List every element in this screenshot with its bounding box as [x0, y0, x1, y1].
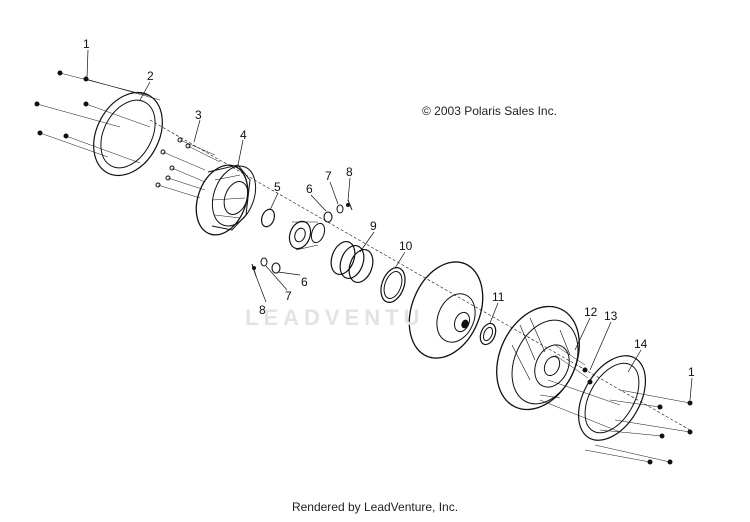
callout-13: 13 — [604, 309, 618, 323]
callout-14: 14 — [634, 337, 648, 351]
footer-credit: Rendered by LeadVenture, Inc. — [291, 500, 459, 514]
callout-12: 12 — [584, 305, 598, 319]
parts-6-7-8-upper — [323, 199, 353, 223]
callout-2: 2 — [147, 69, 154, 83]
axis-line — [149, 119, 691, 431]
leader-lines — [86, 49, 693, 401]
part-9-springs — [330, 240, 374, 284]
callout-6-lower: 6 — [301, 275, 308, 289]
part-10-washer — [380, 267, 406, 303]
callout-3: 3 — [195, 108, 202, 122]
callout-7-upper: 7 — [325, 169, 332, 183]
callout-8-lower: 8 — [259, 303, 266, 317]
callout-4: 4 — [240, 128, 247, 142]
callout-10: 10 — [399, 239, 413, 253]
part-5-seal — [260, 208, 276, 228]
parts-12-13 — [539, 344, 621, 433]
part-1-screws-left — [34, 70, 161, 164]
part-1-screws-right — [584, 389, 693, 465]
part-3-bolts — [155, 137, 221, 199]
cover-assembly — [496, 305, 580, 411]
callout-1-top: 1 — [83, 37, 90, 51]
callout-7-lower: 7 — [285, 289, 292, 303]
callout-5: 5 — [274, 180, 281, 194]
callout-6-upper: 6 — [306, 182, 313, 196]
part-14-gasket — [577, 355, 647, 441]
bearing-assembly — [288, 220, 326, 251]
callout-1-bottom: 1 — [688, 365, 695, 379]
sheave-disc — [408, 261, 484, 359]
callout-8-upper: 8 — [346, 165, 353, 179]
watermark-text: LEADVENTU — [245, 305, 425, 330]
part-2-gasket — [93, 91, 163, 177]
parts-6-7-8-lower — [251, 257, 281, 277]
callout-9: 9 — [370, 219, 377, 233]
callout-11: 11 — [492, 290, 505, 304]
part-11-washer — [479, 322, 497, 346]
part-4-housing — [195, 164, 257, 236]
callout-labels: 1 2 3 4 5 6 7 8 9 10 8 7 6 11 12 13 14 1 — [83, 37, 695, 379]
copyright-notice: © 2003 Polaris Sales Inc. — [422, 104, 557, 118]
